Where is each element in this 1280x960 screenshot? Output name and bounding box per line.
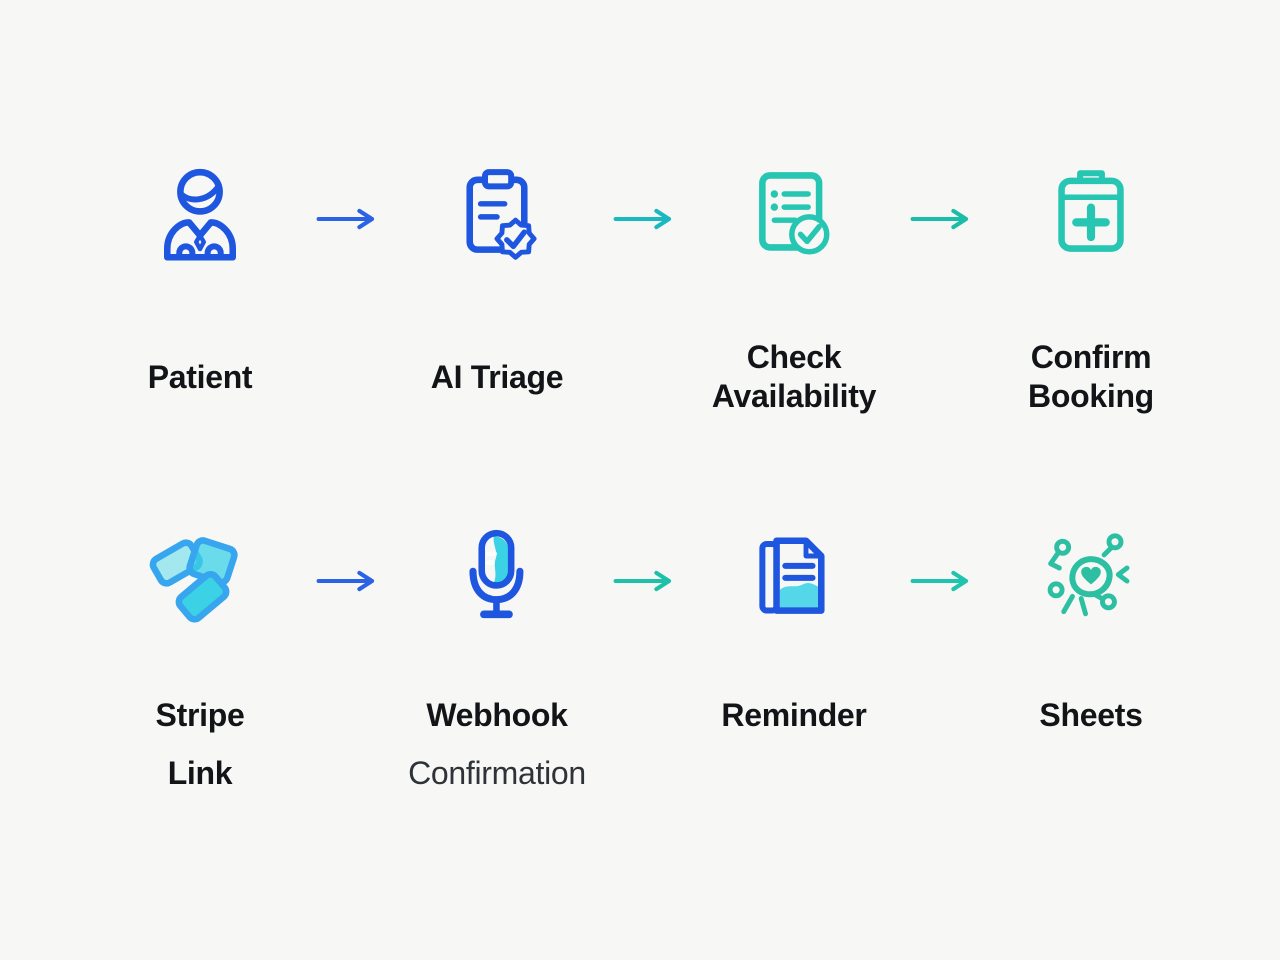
step-label: Confirm Booking (1028, 339, 1154, 414)
step-label: AI Triage (430, 358, 564, 395)
arrow-right-icon (612, 206, 679, 232)
workflow-diagram: Patient AI Triage (0, 158, 1280, 960)
microphone-icon (437, 520, 557, 640)
clipboard-verified-icon (437, 158, 557, 278)
step-patient: Patient (85, 158, 315, 438)
network-share-icon (1031, 520, 1151, 640)
arrow-right-icon (612, 568, 679, 594)
step-reminder: Reminder (679, 520, 909, 744)
step-label: Patient (147, 358, 253, 395)
calendar-plus-icon (1031, 158, 1151, 278)
step-sheets: Sheets (976, 520, 1206, 744)
step-webhook-confirmation: Webhook Confirmation (382, 520, 612, 802)
step-label: Webhook Confirmation (408, 697, 586, 791)
step-stripe-link: Stripe Link (85, 520, 315, 802)
step-check-availability: Check Availability (679, 158, 909, 438)
step-label: Stripe Link (155, 697, 245, 791)
arrow-right-icon (909, 568, 976, 594)
notebook-document-icon (734, 520, 854, 640)
arrow-right-icon (315, 206, 382, 232)
flow-row-1: Patient AI Triage (0, 158, 1280, 438)
step-label: Sheets (1039, 697, 1143, 733)
flow-row-2: Stripe Link Webh (0, 520, 1280, 802)
document-checklist-check-icon (734, 158, 854, 278)
payment-cards-icon (140, 520, 260, 640)
arrow-right-icon (909, 206, 976, 232)
step-label: Reminder (721, 697, 867, 733)
step-label: Check Availability (711, 339, 877, 414)
step-ai-triage: AI Triage (382, 158, 612, 438)
step-confirm-booking: Confirm Booking (976, 158, 1206, 438)
person-icon (140, 158, 260, 278)
arrow-right-icon (315, 568, 382, 594)
